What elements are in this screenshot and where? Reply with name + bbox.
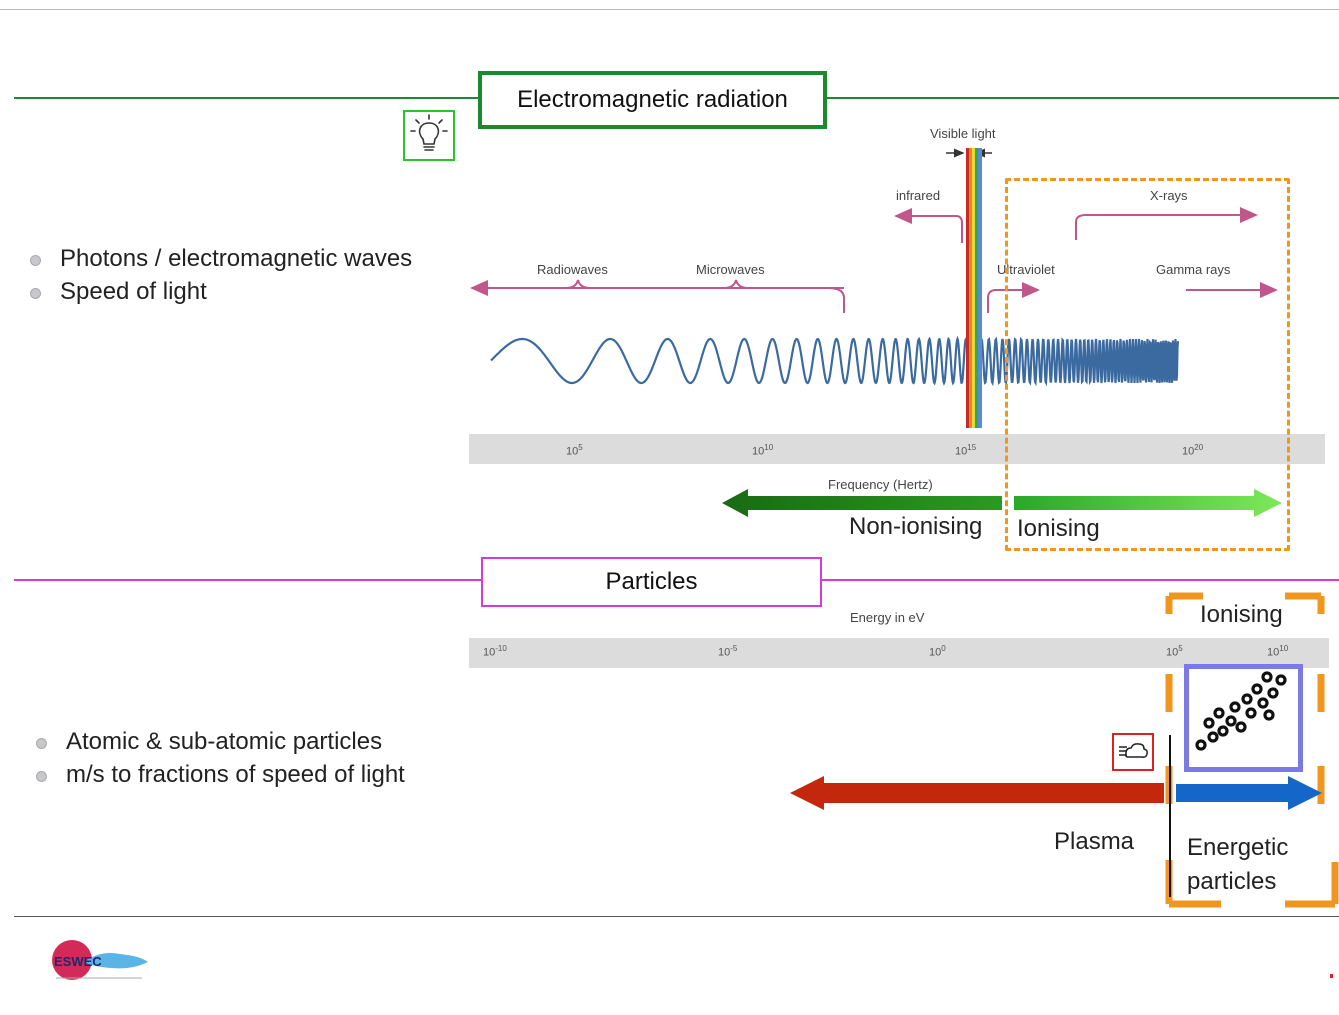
eswec-logo: ESWEC xyxy=(48,936,153,982)
infrared-arrow xyxy=(894,208,963,243)
em-section-title: Electromagnetic radiation xyxy=(478,71,827,129)
energetic-label-line: particles xyxy=(1187,868,1277,895)
energy-tick: 100 xyxy=(929,644,946,659)
top-border xyxy=(0,9,1339,10)
ultraviolet-arrow xyxy=(987,282,1040,313)
freq-tick: 1010 xyxy=(752,443,774,458)
infrared-label: infrared xyxy=(896,188,941,203)
xrays-label: X-rays xyxy=(1150,188,1188,203)
gamma-label: Gamma rays xyxy=(1156,262,1231,277)
corner-mark xyxy=(1330,974,1333,978)
energy-axis-label: Energy in eV xyxy=(850,610,925,625)
em-bullet-item: Speed of light xyxy=(26,275,412,308)
plasma-energetic-divider xyxy=(1169,735,1171,897)
ionising-arrows xyxy=(722,489,1282,517)
energy-tick: 1010 xyxy=(1267,644,1289,659)
freq-tick: 1020 xyxy=(1182,443,1204,458)
plasma-label: Plasma xyxy=(1054,828,1135,855)
freq-tick: 105 xyxy=(566,443,583,458)
energy-tick: 105 xyxy=(1166,644,1183,659)
energetic-particles-image xyxy=(1184,664,1303,772)
em-bullet-item: Photons / electromagnetic waves xyxy=(26,242,412,275)
frequency-axis-label: Frequency (Hertz) xyxy=(828,477,933,492)
visible-light-label: Visible light xyxy=(930,126,996,141)
ionising-arrow xyxy=(1014,489,1282,517)
radio-microwaves-bracket xyxy=(470,279,845,313)
energetic-label-line: Energetic xyxy=(1187,834,1289,861)
footer-divider xyxy=(14,916,1339,917)
microwaves-label: Microwaves xyxy=(696,262,765,277)
plasma-arrow xyxy=(790,776,1164,810)
non-ionising-label: Non-ionising xyxy=(849,513,983,540)
freq-tick: 1015 xyxy=(955,443,977,458)
em-ionising-label: Ionising xyxy=(1017,515,1100,542)
energetic-particles-label: Energetic particles xyxy=(1187,831,1288,899)
energy-tick: 10-10 xyxy=(483,644,507,659)
em-bullets: Photons / electromagnetic waves Speed of… xyxy=(26,242,412,308)
em-wave xyxy=(490,335,1180,387)
radiowaves-label: Radiowaves xyxy=(537,262,608,277)
energy-tick: 10-5 xyxy=(718,644,738,659)
energetic-particles-arrow xyxy=(1176,776,1322,810)
non-ionising-arrow xyxy=(722,489,1002,517)
em-spectrum-figure xyxy=(469,148,1325,464)
energy-band xyxy=(469,638,1329,668)
xrays-bracket xyxy=(1075,207,1258,240)
lightbulb-icon xyxy=(403,110,455,161)
particles-section-title: Particles xyxy=(481,557,822,607)
frequency-band xyxy=(469,434,1325,464)
particles-bullet-item: Atomic & sub-atomic particles xyxy=(32,725,405,758)
cloud-icon xyxy=(1112,733,1154,771)
particles-ionising-label: Ionising xyxy=(1200,601,1283,628)
ultraviolet-label: Ultraviolet xyxy=(997,262,1055,277)
svg-text:ESWEC: ESWEC xyxy=(54,954,102,969)
em-ionising-region xyxy=(1005,178,1290,551)
particles-bullets: Atomic & sub-atomic particles m/s to fra… xyxy=(32,725,405,791)
particle-energy-arrows xyxy=(790,776,1322,810)
visible-spectrum-bar xyxy=(966,148,982,428)
particles-bullet-item: m/s to fractions of speed of light xyxy=(32,758,405,791)
